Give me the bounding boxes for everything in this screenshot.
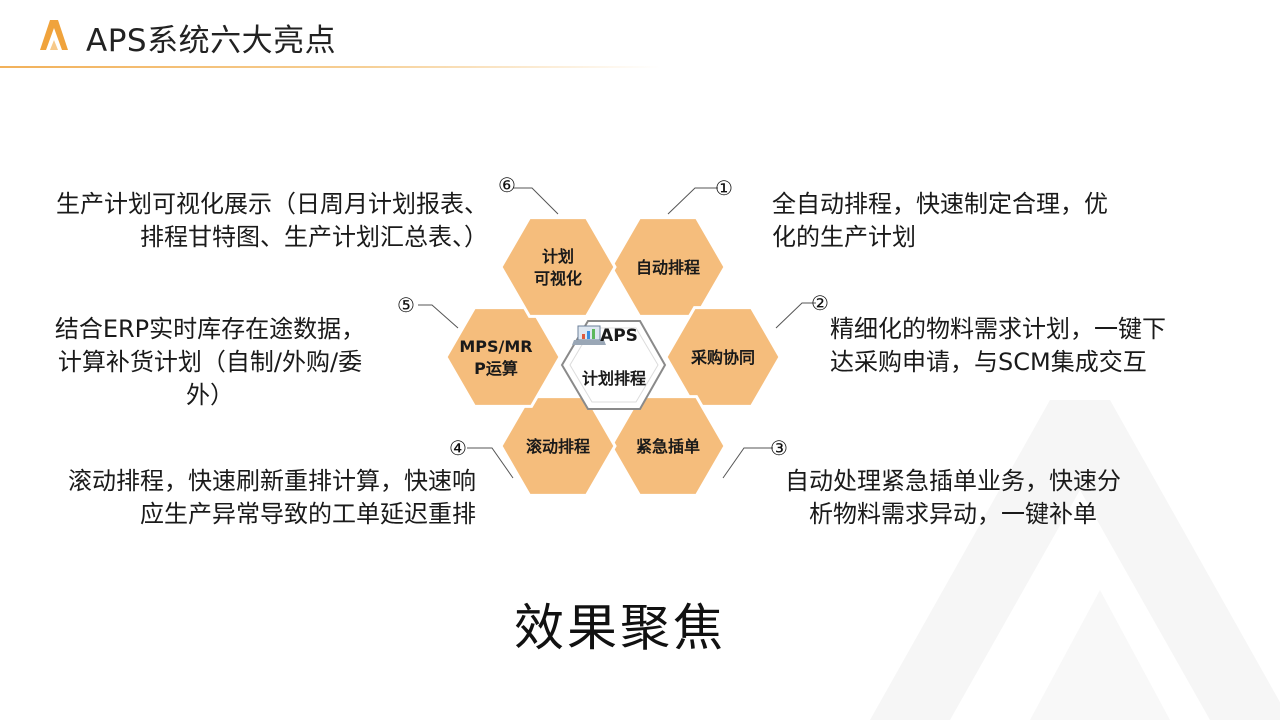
hexagon-4-label: 滚动排程 [526, 437, 590, 456]
hexagon-2-label: 采购协同 [690, 348, 755, 367]
hexagon-5 [444, 306, 562, 408]
laptop-chart-icon [572, 325, 606, 345]
hexagon-6-label: 可视化 [534, 269, 582, 288]
leader-line-6 [513, 187, 559, 215]
number-marker-5: ⑤ [397, 293, 415, 317]
number-marker-4: ④ [449, 436, 467, 460]
brand-logo-icon [40, 20, 68, 50]
leader-line-4 [467, 447, 514, 479]
number-marker-3: ③ [770, 436, 788, 460]
description-3: 自动处理紧急插单业务，快速分 析物料需求异动，一键补单 [785, 467, 1121, 528]
number-marker-1: ① [715, 176, 733, 200]
number-marker-2: ② [811, 291, 829, 315]
description-1: 全自动排程，快速制定合理，优 化的生产计划 [772, 190, 1108, 251]
description-5: 结合ERP实时库存在途数据， 计算补货计划（自制/外购/委 外） [54, 315, 366, 409]
description-6: 生产计划可视化展示（日周月计划报表、 排程甘特图、生产计划汇总表、） [56, 190, 488, 251]
page-title: APS系统六大亮点 [86, 23, 337, 59]
number-marker-6: ⑥ [498, 173, 516, 197]
leader-line-5 [418, 304, 459, 329]
header-divider [0, 66, 660, 68]
background-watermark [870, 400, 1280, 720]
description-4: 滚动排程，快速刷新重排计算，快速响 应生产异常导致的工单延迟重排 [68, 467, 476, 528]
description-2: 精细化的物料需求计划，一键下 达采购申请，与SCM集成交互 [830, 315, 1166, 376]
leader-line-2 [775, 302, 816, 329]
hexagon-1-label: 自动排程 [636, 258, 700, 277]
header: APS系统六大亮点 [0, 0, 1280, 70]
center-label-bottom: 计划排程 [582, 369, 646, 388]
hexagon-5-label: MPS/MR [459, 337, 532, 356]
hexagon-3-label: 紧急插单 [636, 437, 700, 456]
leader-line-1 [667, 187, 718, 215]
hexagon-2 [664, 306, 782, 408]
hexagon-5-label: P运算 [474, 359, 518, 378]
hexagon-6-label: 计划 [542, 247, 574, 266]
center-label-top: APS [600, 326, 638, 346]
leader-line-3 [722, 447, 773, 479]
hexagon-6 [499, 216, 617, 318]
focus-heading: 效果聚焦 [514, 599, 726, 657]
